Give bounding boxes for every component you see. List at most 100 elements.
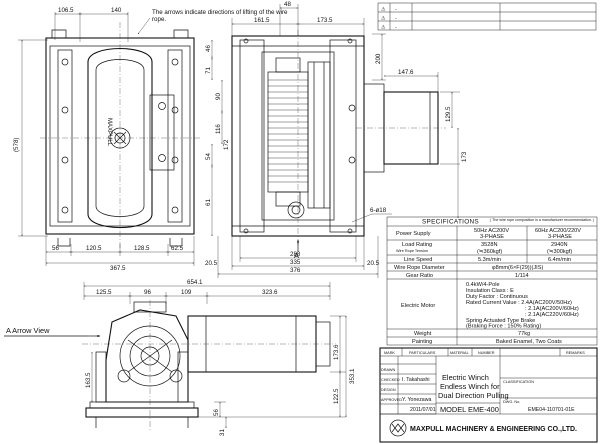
spec-label-load: Load Rating	[402, 242, 432, 248]
dim-147-6: 147.6	[398, 69, 414, 76]
spec-label-motor: Electric Motor	[401, 303, 435, 309]
revision-mark-1: ⚠	[381, 7, 386, 13]
revision-mark-2: ⚠	[381, 16, 386, 22]
spec-motor-line-6: : 2.1A(AC220V/60Hz)	[525, 312, 579, 318]
dim-71: 71	[205, 67, 212, 74]
dim-323-6: 323.6	[262, 289, 278, 296]
dim-116: 116	[215, 124, 222, 134]
spec-motor-line-4: Rated Current Value : 2.4A(AC200V/50Hz)	[466, 300, 572, 306]
dim-163-5: 163.5	[85, 372, 92, 388]
spec-power-60hz-phase: 3-PHASE	[548, 234, 572, 240]
tb-title-line-3: Dual Direction Pulling	[438, 391, 509, 400]
tb-drawing-number: EME04-110701-01E	[528, 407, 575, 413]
dim-335: 335	[290, 259, 301, 266]
dim-288: 288	[290, 251, 301, 258]
view-arrow-label-a: A	[294, 251, 299, 260]
dim-173-6: 173.6	[333, 344, 340, 360]
tb-label-drawn: DRAWN	[381, 368, 395, 372]
tb-label-classification: CLASSIFICATION	[503, 380, 534, 384]
tb-header-particulars: PARTICULARS	[409, 351, 436, 355]
dim-161-5: 161.5	[254, 17, 270, 24]
dim-173-5: 173.5	[317, 17, 333, 24]
spec-load-60hz-kgf: (≒300kgf)	[547, 249, 572, 255]
revision-entry-2: -	[395, 16, 397, 22]
dim-56-bottom: 56	[213, 409, 220, 416]
tb-date: 2011/07/01	[410, 407, 436, 413]
dim-200: 200	[375, 53, 382, 64]
spec-motor-line-2: Insulation Class : E	[466, 288, 514, 294]
revision-entry-3: -	[395, 25, 397, 31]
wire-rope-note: The arrows indicate directions of liftin…	[137, 9, 288, 35]
spec-table: SPECIFICATIONS ( The wire rope compositi…	[386, 216, 598, 346]
tb-name-drawn: I. Takahashi	[402, 377, 430, 383]
spec-label-load-sub: Wire Rope Tension	[396, 249, 428, 253]
tb-title-line-2: Endless Winch for	[440, 382, 500, 391]
dim-353-1: 353.1	[349, 368, 356, 384]
wire-rope-note-text: The arrows indicate directions of liftin…	[152, 9, 288, 24]
dim-61: 61	[205, 199, 212, 206]
dim-578: (578)	[13, 138, 20, 152]
revision-entry-1: -	[395, 7, 397, 13]
dim-172: 172	[223, 139, 230, 150]
title-block: MARK PARTICULARS MATERIAL NUMBER REMARKS…	[379, 347, 598, 443]
spec-motor-line-7: Spring Actuated Type Brake	[466, 318, 535, 324]
dim-125-5: 125.5	[96, 289, 112, 296]
spec-motor-line-3: Duty Factor : Continuous	[466, 294, 528, 300]
spec-power-50hz: 50Hz AC200V	[474, 228, 509, 234]
dim-96: 96	[144, 289, 151, 296]
dim-20-5-left: 20.5	[205, 260, 218, 267]
dim-140: 140	[111, 7, 122, 14]
tb-label-checked: CHECKED	[381, 378, 400, 382]
front-view: 48 161.5 173.5 200 46 71 90 116 54 61 17…	[205, 1, 468, 278]
spec-load-50hz-kgf: (≒360kgf)	[477, 249, 502, 255]
dim-20-5-right: 20.5	[367, 260, 380, 267]
dim-367-5: 367.5	[110, 265, 126, 272]
spec-gear-value: 1/114	[515, 273, 529, 279]
spec-power-50hz-phase: 3-PHASE	[480, 234, 504, 240]
side-view: 106.5 140 (578) MAXPULL	[13, 7, 200, 272]
spec-label-gear: Gear Ratio	[406, 273, 433, 279]
revision-mark-3: ⚠	[381, 25, 386, 31]
a-arrow-view: A Arrow View 654.1 125.5 96 109 323.6	[4, 279, 356, 436]
dim-54: 54	[205, 153, 212, 160]
dim-106-5: 106.5	[58, 7, 74, 14]
spec-power-60hz: 60Hz AC200/220V	[535, 228, 581, 234]
spec-label-speed: Line Speed	[404, 257, 432, 263]
tb-header-number: NUMBER	[478, 351, 495, 355]
housing-brand-text: MAXPULL	[106, 118, 112, 147]
dim-46: 46	[205, 45, 212, 52]
revision-block: ⚠ ⚠ ⚠ - - -	[377, 2, 597, 31]
spec-label-wire-rope: Wire Rope Diameter	[394, 265, 445, 271]
hole-note: 6-ø18	[370, 207, 387, 214]
spec-weight-value: 77kg	[518, 331, 530, 337]
tb-header-mark: MARK	[384, 351, 395, 355]
dim-62-5: 62.5	[171, 245, 184, 252]
spec-title-note: ( The wire rope composition is a manufac…	[490, 217, 594, 222]
dim-128-5: 128.5	[134, 245, 150, 252]
spec-label-power: Power Supply	[396, 231, 431, 237]
spec-motor-line-5: : 2.1A(AC200V/60Hz)	[525, 306, 579, 312]
tb-label-design: DESIGN	[381, 388, 396, 392]
tb-label-approved: APPROVED	[381, 398, 402, 402]
dim-129-5: 129.5	[445, 106, 452, 122]
spec-motor-line-8: (Braking Force : 150% Rating)	[466, 324, 541, 330]
spec-label-painting: Painting	[412, 339, 432, 345]
dim-173: 173	[461, 151, 468, 162]
spec-load-60hz: 2940N	[551, 242, 567, 248]
dim-122-5: 122.5	[333, 388, 340, 404]
dim-376: 376	[290, 267, 301, 274]
dim-120-5: 120.5	[86, 245, 102, 252]
dim-48: 48	[284, 1, 291, 8]
spec-painting-value: Baked Enamel, Two Coats	[496, 339, 562, 345]
tb-name-approved: Y. Yonezawa	[402, 397, 431, 403]
dim-654-1: 654.1	[187, 279, 203, 286]
tb-header-remarks: REMARKS	[566, 351, 585, 355]
dim-31: 31	[219, 429, 226, 436]
company-logo	[389, 419, 407, 437]
tb-model: MODEL EME-400	[440, 405, 499, 414]
tb-label-drawing-no: DWG. No.	[503, 400, 520, 404]
dim-56-left: 56	[52, 245, 59, 252]
tb-header-material: MATERIAL	[450, 351, 469, 355]
spec-title: SPECIFICATIONS	[422, 219, 479, 226]
